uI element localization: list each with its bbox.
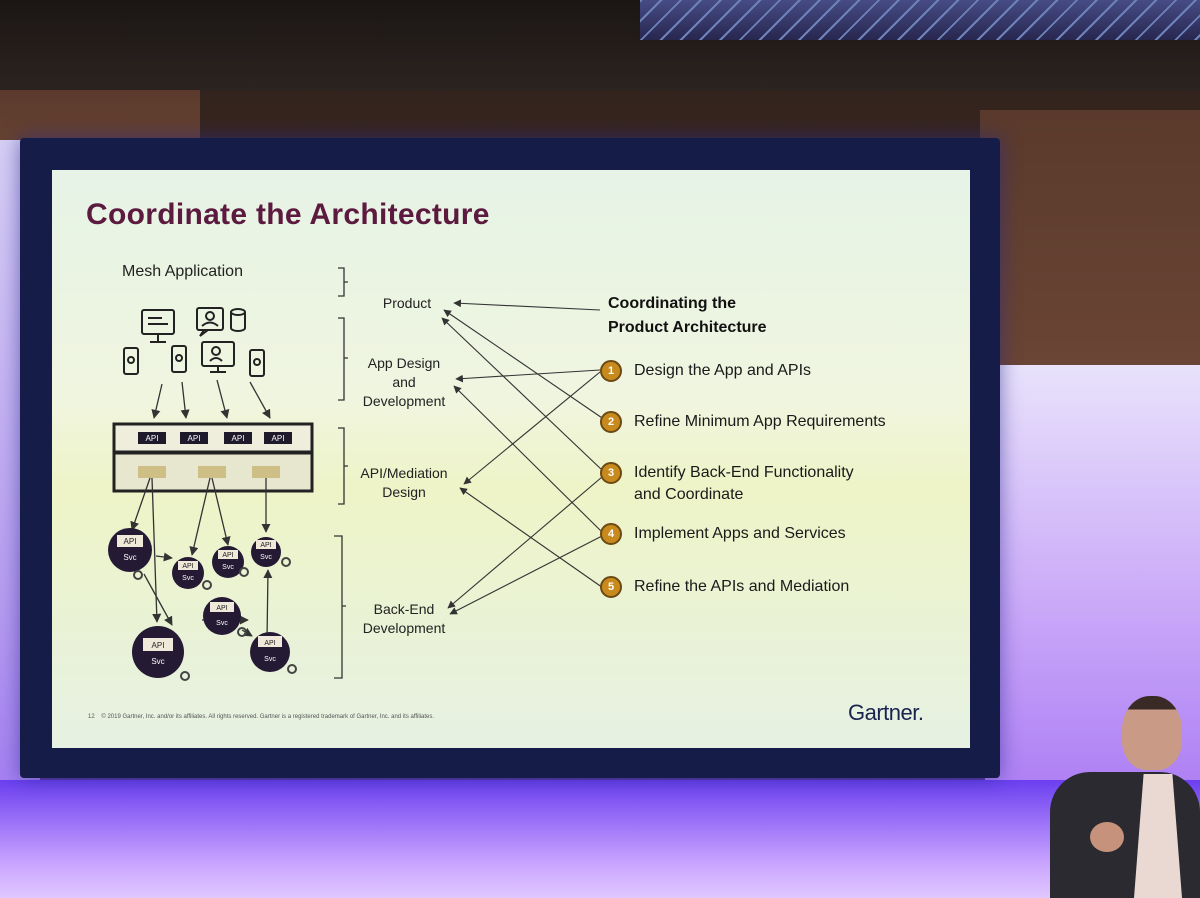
desktop-icon [141,309,175,343]
svg-text:API: API [232,434,245,443]
gateway-api-label: API [146,434,159,443]
service-node: API Svc [172,557,204,589]
mesh-application-label: Mesh Application [122,263,243,280]
presenter-head [1122,696,1182,770]
gartner-logo: Gartner. [848,700,924,725]
step-3: 3 Identify Back-End Functionality and Co… [600,462,854,506]
svg-text:API: API [216,605,227,612]
svg-text:Svc: Svc [222,564,234,571]
svg-text:API: API [222,552,233,559]
service-nodes: API Svc API Svc API Svc API Svc [108,528,290,678]
stage-app-design: App Design and Development [362,355,446,409]
svg-text:API: API [124,537,137,546]
stage-api-mediation: API/Mediation Design [360,465,448,500]
svg-text:API: API [182,563,193,570]
back-wall-right [980,110,1200,380]
step-number-badge: 3 [600,462,622,484]
svg-text:API: API [272,434,285,443]
presentation-slide: Coordinate the Architecture Mesh Applica… [52,170,970,748]
service-node: API Svc [250,632,290,672]
page-number: 12 [88,714,95,720]
step-number-badge: 2 [600,411,622,433]
step-number-badge: 1 [600,360,622,382]
svg-text:Svc: Svc [151,657,164,666]
api-gateway: API API API API [112,422,314,493]
step-text: Implement Apps and Services [634,525,846,542]
service-node: API Svc [212,546,244,578]
mobile-icon [123,345,265,377]
step-4: 4 Implement Apps and Services [600,523,846,545]
svg-text:Svc: Svc [264,656,276,663]
slide-title: Coordinate the Architecture [86,198,490,231]
svg-text:API: API [152,641,165,650]
lighting-truss [640,0,1200,40]
step-text: Design the App and APIs [634,362,812,379]
step-1: 1 Design the App and APIs [600,360,811,382]
service-node: API Svc [203,597,241,635]
step-number-badge: 4 [600,523,622,545]
stage-brackets [334,267,348,679]
svg-text:Svc: Svc [216,620,228,627]
presenter-hand [1090,822,1124,852]
stage-product: Product [382,295,432,311]
svg-text:Svc: Svc [123,553,136,562]
gear-icon [133,557,297,681]
step-number-badge: 5 [600,576,622,598]
svg-text:Svc: Svc [182,575,194,582]
service-node: API Svc [132,626,184,678]
svg-text:API: API [264,640,275,647]
service-node: API Svc [108,528,152,572]
service-node: API Svc [251,537,281,567]
svg-text:API: API [188,434,201,443]
step-5: 5 Refine the APIs and Mediation [600,576,849,598]
step-text: Refine the APIs and Mediation [634,578,850,595]
svg-text:Svc: Svc [260,554,272,561]
svg-text:API: API [260,542,271,549]
chat-user-icon [196,307,224,337]
architecture-diagram: API API API API API [108,267,609,681]
step-text: Identify Back-End Functionality and Coor… [634,464,854,503]
step-text: Refine Minimum App Requirements [634,413,886,430]
desktop-user-icon [201,341,235,373]
presenter-shirt [1134,774,1182,898]
coordinating-header: Coordinating the Product Architecture [608,295,767,336]
slide-footer: 12 © 2019 Gartner, Inc. and/or its affil… [88,714,434,720]
stage-back-end: Back-End Development [362,601,446,636]
presenter [1050,690,1200,898]
stage-floor-light [0,780,1200,898]
step-2: 2 Refine Minimum App Requirements [600,411,886,433]
database-icon [230,308,246,332]
copyright-text: © 2019 Gartner, Inc. and/or its affiliat… [101,714,435,720]
